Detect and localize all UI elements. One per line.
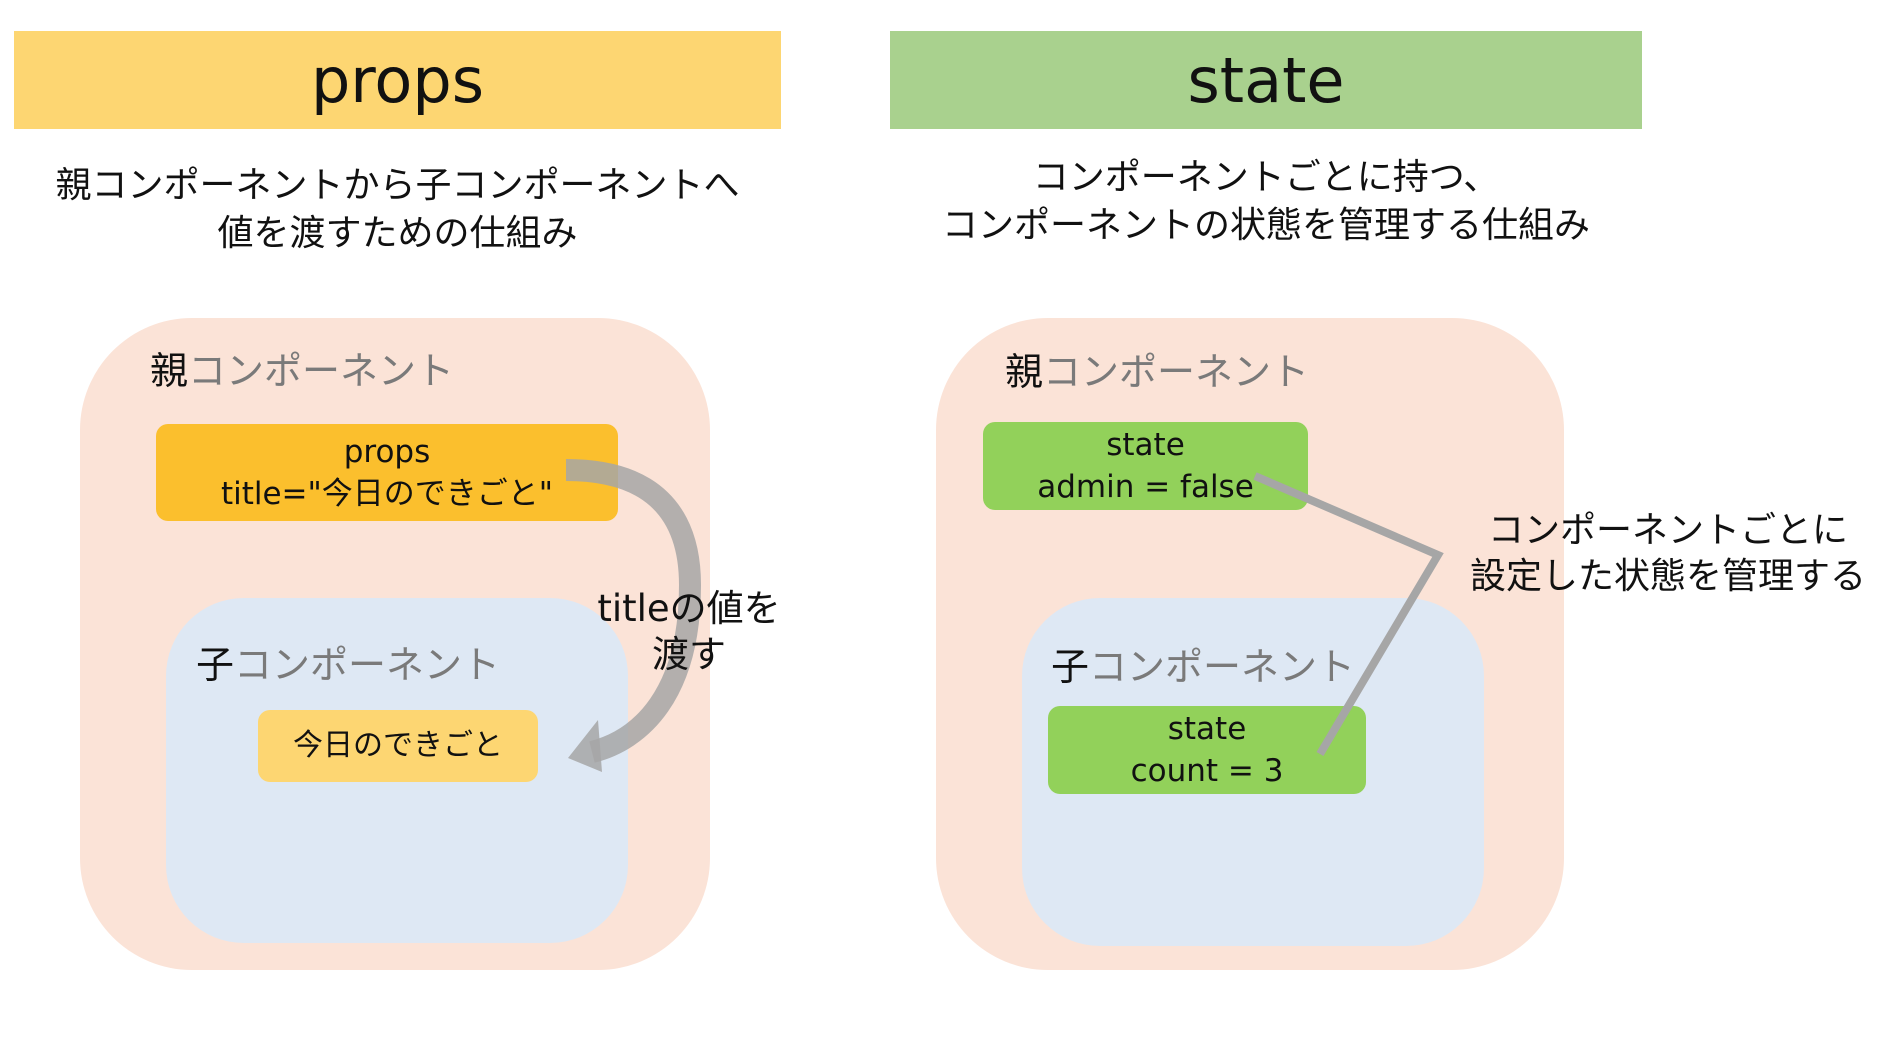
props-arrow-label-line-2: 渡す [652, 633, 726, 676]
state-description-line-2: コンポーネントの状態を管理する仕組み [941, 205, 1590, 246]
state-parent-state-label: state [1106, 427, 1185, 463]
state-callout-line-2: 設定した状態を管理する [1469, 556, 1866, 597]
props-arrow-label: titleの値を 渡す [582, 586, 796, 678]
props-box-label: props [343, 433, 431, 470]
props-parent-title-kanji: 親 [150, 349, 189, 393]
state-callout-connector [1253, 472, 1444, 757]
state-parent-title-rest: コンポーネント [1043, 350, 1310, 394]
props-description-line-2: 値を渡すための仕組み [217, 213, 578, 254]
state-callout-line-1: コンポーネントごとに [1487, 510, 1848, 551]
state-description-line-1: コンポーネントごとに持つ、 [1032, 157, 1500, 198]
props-header: props [14, 31, 781, 129]
state-child-state-label: state [1167, 711, 1247, 747]
state-callout-label: コンポーネントごとに 設定した状態を管理する [1458, 508, 1878, 600]
state-header: state [890, 31, 1642, 129]
props-parent-title: 親コンポーネント [150, 340, 454, 395]
state-child-title-kanji: 子 [1051, 645, 1090, 689]
state-parent-state-value: admin = false [1037, 469, 1254, 505]
props-arrow-label-line-1: titleの値を [597, 587, 781, 630]
state-child-title: 子コンポーネント [1051, 636, 1355, 691]
state-parent-state-box: state admin = false [983, 422, 1308, 510]
state-parent-title-kanji: 親 [1005, 350, 1044, 394]
props-child-title: 子コンポーネント [196, 634, 500, 689]
props-child-value-box: 今日のできごと [258, 710, 538, 782]
props-value-box: props title="今日のできごと" [156, 424, 618, 521]
props-description-line-1: 親コンポーネントから子コンポーネントへ [55, 165, 740, 206]
arrow-head-icon [568, 720, 602, 772]
props-child-title-kanji: 子 [196, 643, 235, 687]
state-header-label: state [1187, 43, 1345, 117]
state-child-title-rest: コンポーネント [1089, 645, 1356, 689]
props-child-value: 今日のできごと [293, 728, 503, 763]
state-child-state-value: count = 3 [1130, 753, 1284, 789]
props-box-title-attr: title="今日のできごと" [220, 475, 554, 512]
props-description: 親コンポーネントから子コンポーネントへ 値を渡すための仕組み [0, 162, 795, 258]
props-header-label: props [310, 43, 485, 117]
state-description: コンポーネントごとに持つ、 コンポーネントの状態を管理する仕組み [880, 154, 1652, 250]
state-parent-title: 親コンポーネント [1005, 341, 1309, 396]
state-child-state-box: state count = 3 [1048, 706, 1366, 794]
props-pass-arrow [565, 459, 702, 772]
props-parent-title-rest: コンポーネント [188, 349, 455, 393]
props-child-title-rest: コンポーネント [234, 643, 501, 687]
